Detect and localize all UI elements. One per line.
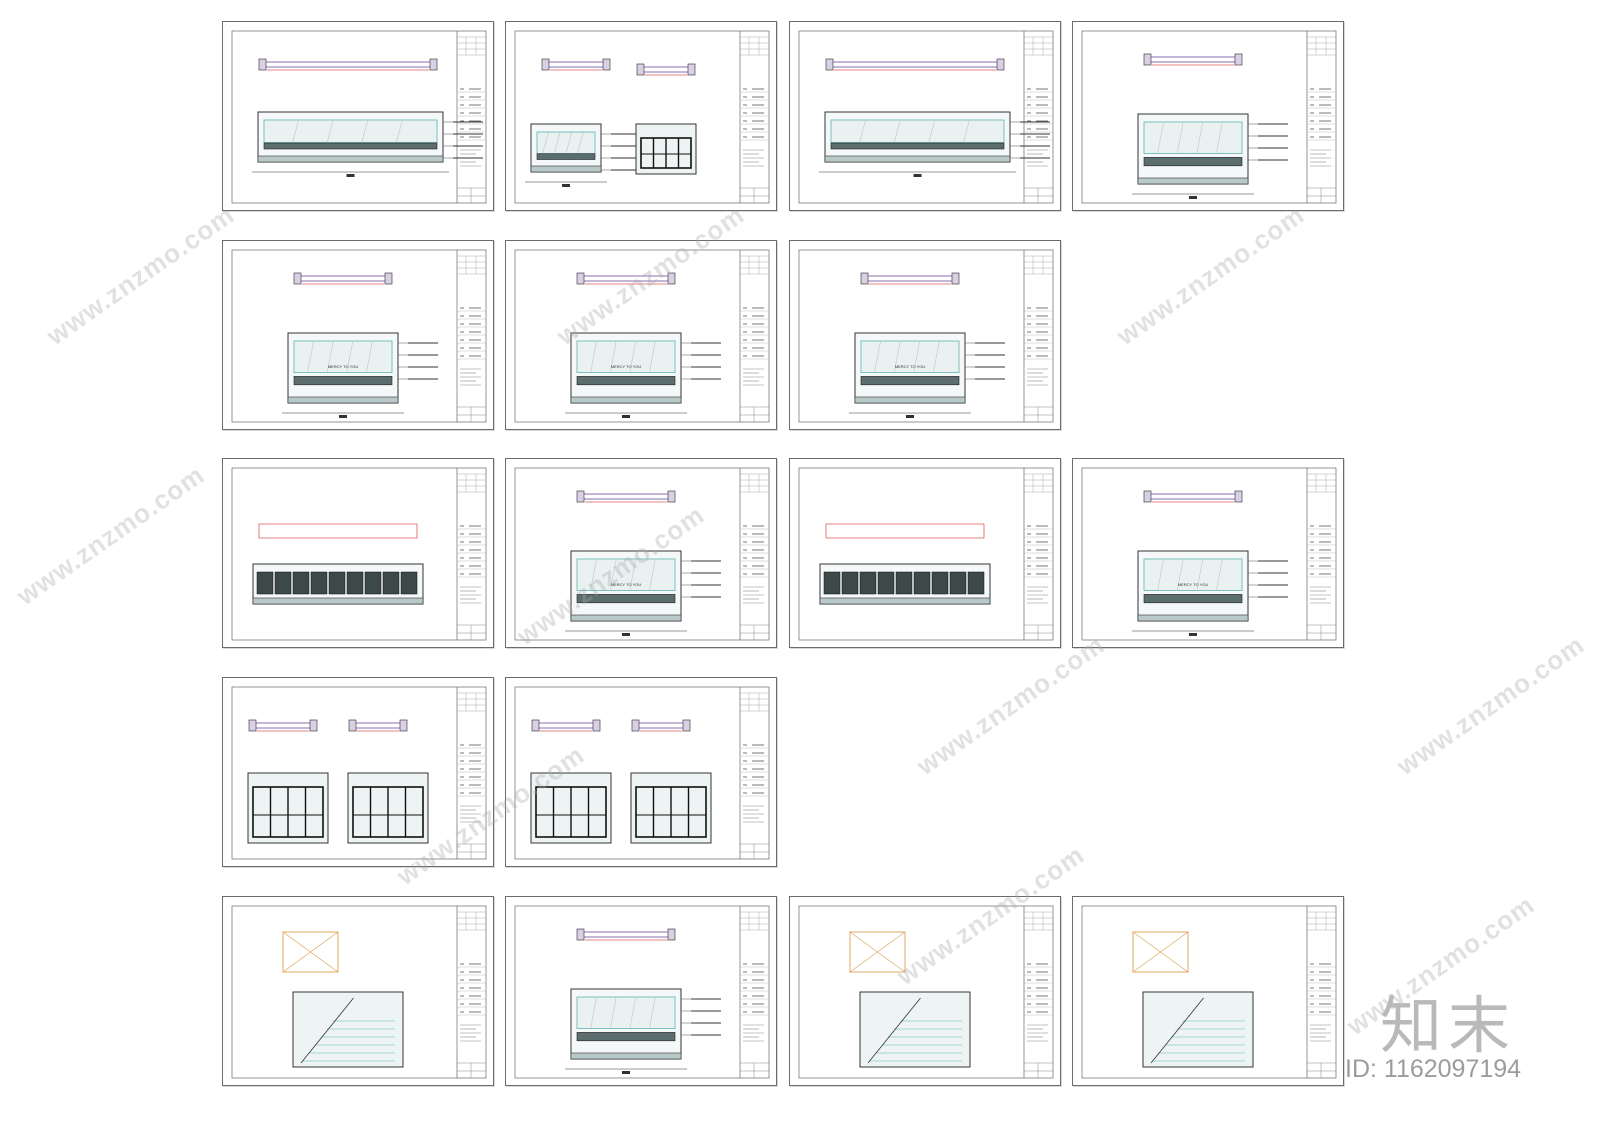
sheet-drawing xyxy=(1081,905,1337,1079)
sheet-drawing xyxy=(514,905,770,1079)
drawing-sheet[interactable] xyxy=(505,21,777,211)
sheet-drawing xyxy=(798,905,1054,1079)
drawing-sheet[interactable]: MERCY TO YOU xyxy=(505,240,777,430)
drawing-sheet[interactable]: MERCY TO YOU xyxy=(789,240,1061,430)
sheet-drawing xyxy=(231,467,487,641)
product-id: ID: 1162097194 xyxy=(1345,1055,1522,1083)
drawing-sheet[interactable] xyxy=(789,21,1061,211)
sheet-drawing xyxy=(231,686,487,860)
drawing-sheet[interactable] xyxy=(222,896,494,1086)
watermark-text: www.znzmo.com xyxy=(911,629,1110,781)
drawing-sheet[interactable]: MERCY TO YOU xyxy=(1072,458,1344,648)
drawing-sheet[interactable] xyxy=(1072,896,1344,1086)
watermark-text: www.znzmo.com xyxy=(1391,629,1590,781)
drawing-sheet[interactable] xyxy=(789,896,1061,1086)
sheet-drawing xyxy=(231,905,487,1079)
sheet-tag: MERCY TO YOU xyxy=(895,364,926,369)
drawing-sheet[interactable] xyxy=(222,677,494,867)
sheet-tag: MERCY TO YOU xyxy=(1178,582,1209,587)
drawing-sheet[interactable]: MERCY TO YOU xyxy=(222,240,494,430)
drawing-sheet[interactable] xyxy=(789,458,1061,648)
drawing-sheet[interactable] xyxy=(505,677,777,867)
drawing-sheet[interactable] xyxy=(505,896,777,1086)
sheet-drawing: MERCY TO YOU xyxy=(514,467,770,641)
drawing-sheet[interactable] xyxy=(222,21,494,211)
drawing-sheet[interactable]: MERCY TO YOU xyxy=(505,458,777,648)
sheet-drawing: MERCY TO YOU xyxy=(514,249,770,423)
sheet-drawing xyxy=(798,30,1054,204)
drawing-sheet[interactable] xyxy=(1072,21,1344,211)
sheet-drawing xyxy=(1081,30,1337,204)
sheet-tag: MERCY TO YOU xyxy=(328,364,359,369)
drawing-sheet[interactable] xyxy=(222,458,494,648)
watermark-text: www.znzmo.com xyxy=(11,459,210,611)
sheet-drawing: MERCY TO YOU xyxy=(231,249,487,423)
sheet-tag: MERCY TO YOU xyxy=(611,364,642,369)
sheet-drawing xyxy=(514,686,770,860)
watermark-text: www.znzmo.com xyxy=(1111,199,1310,351)
sheet-drawing xyxy=(514,30,770,204)
sheet-tag: MERCY TO YOU xyxy=(611,582,642,587)
watermark-text: www.znzmo.com xyxy=(41,199,240,351)
sheet-drawing: MERCY TO YOU xyxy=(1081,467,1337,641)
sheet-drawing xyxy=(231,30,487,204)
sheet-drawing xyxy=(798,467,1054,641)
sheet-drawing: MERCY TO YOU xyxy=(798,249,1054,423)
brand-logo: 知末 xyxy=(1380,989,1517,1062)
